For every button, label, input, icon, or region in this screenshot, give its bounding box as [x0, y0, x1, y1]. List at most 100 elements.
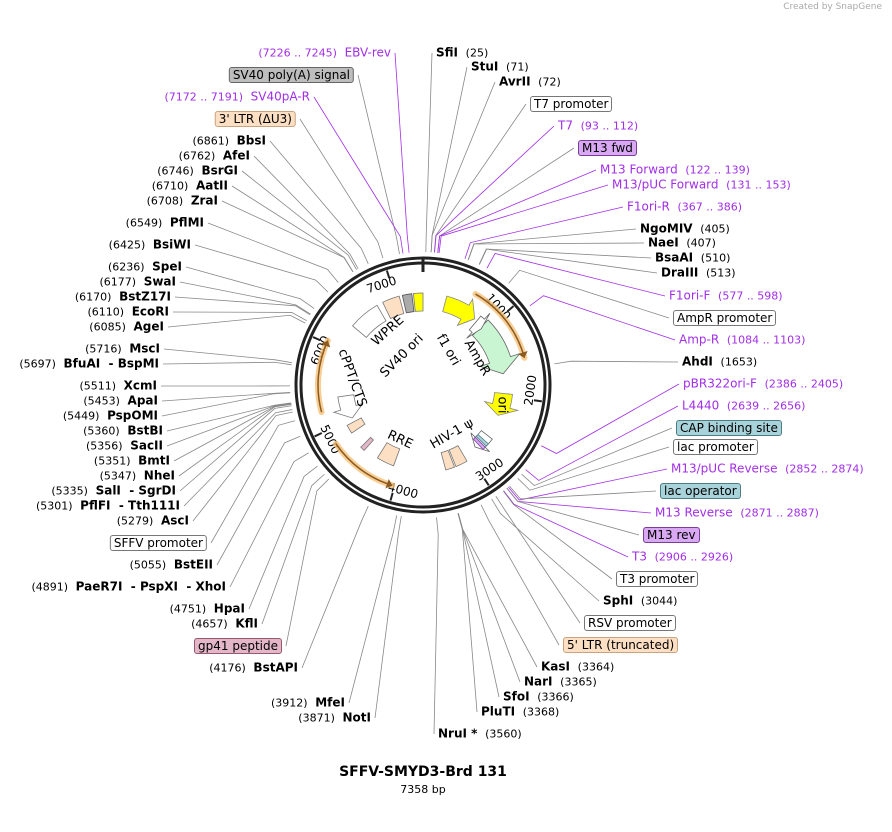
- enzyme-site-label[interactable]: NgoMIV (405): [640, 222, 730, 237]
- enzyme-site-label[interactable]: NaeI (407): [648, 236, 716, 251]
- feature-label[interactable]: SFFV promoter: [109, 535, 207, 551]
- feature-label[interactable]: M13 rev: [643, 527, 700, 543]
- name-text: M13/pUC Forward: [612, 177, 719, 192]
- feature-label[interactable]: 5' LTR (truncated): [563, 637, 679, 653]
- primer-label[interactable]: (7172 .. 7191) SV40pA-R: [164, 90, 310, 105]
- name-text: BstZ17I: [119, 289, 171, 304]
- name-text: Amp-R: [679, 332, 720, 347]
- enzyme-site-label[interactable]: (6746) BsrGI: [157, 164, 238, 179]
- primer-label[interactable]: M13/pUC Reverse (2852 .. 2874): [671, 462, 864, 477]
- connector-line: [457, 513, 478, 713]
- enzyme-site-label[interactable]: (5453) ApaI: [83, 394, 158, 409]
- enzyme-site-label[interactable]: (6170) BstZ17I: [75, 290, 171, 305]
- inner-feature-label: HIV-1 ψ: [428, 416, 477, 453]
- primer-label[interactable]: M13 Reverse (2871 .. 2887): [655, 506, 819, 521]
- name-text: HpaI: [213, 601, 245, 616]
- enzyme-site-label[interactable]: (4751) HpaI: [170, 602, 245, 617]
- enzyme-site-label[interactable]: NruI * (3560): [438, 727, 522, 742]
- primer-label[interactable]: Amp-R (1084 .. 1103): [679, 333, 805, 348]
- enzyme-site-label[interactable]: SfoI (3366): [503, 690, 574, 705]
- enzyme-site-label[interactable]: (5356) SacII: [86, 439, 163, 454]
- primer-label[interactable]: M13 Forward (122 .. 139): [600, 163, 750, 178]
- primer-label[interactable]: L4440 (2639 .. 2656): [682, 399, 805, 414]
- enzyme-site-label[interactable]: (6549) PflMI: [126, 216, 204, 231]
- name-text: T3 promoter: [620, 572, 695, 586]
- primer-label[interactable]: M13/pUC Forward (131 .. 153): [612, 178, 791, 193]
- feature-label[interactable]: RSV promoter: [584, 615, 676, 631]
- position-text: (407): [686, 236, 716, 250]
- position-text: (3366): [537, 690, 574, 704]
- position-text: (122 .. 139): [685, 163, 750, 177]
- enzyme-site-label[interactable]: AvrII (72): [499, 75, 561, 90]
- position-text: (5301): [35, 499, 73, 513]
- enzyme-site-label[interactable]: (6861) BbsI: [192, 134, 266, 149]
- enzyme-site-label[interactable]: (4176) BstAPI: [209, 661, 298, 676]
- enzyme-site-label[interactable]: (4657) KflI: [191, 617, 258, 632]
- feature-label[interactable]: M13 fwd: [578, 140, 637, 156]
- name-text: ApaI: [127, 393, 158, 408]
- enzyme-site-label[interactable]: KasI (3364): [541, 660, 614, 675]
- primer-label[interactable]: pBR322ori-F (2386 .. 2405): [683, 377, 843, 392]
- enzyme-site-label[interactable]: (5697) BfuAI - BspMI: [19, 357, 159, 372]
- enzyme-site-label[interactable]: (6425) BsiWI: [109, 238, 191, 253]
- name-text: L4440: [682, 398, 720, 413]
- enzyme-site-label[interactable]: (5347) NheI: [100, 469, 175, 484]
- primer-label[interactable]: F1ori-F (577 .. 598): [669, 289, 783, 304]
- position-text: (2906 .. 2926): [654, 550, 734, 564]
- feature-label[interactable]: T3 promoter: [616, 571, 699, 587]
- enzyme-site-label[interactable]: (5351) BmtI: [94, 454, 170, 469]
- enzyme-site-label[interactable]: (5360) BstBI: [83, 424, 163, 439]
- enzyme-site-label[interactable]: SfiI (25): [436, 46, 488, 61]
- connector-line: [161, 392, 291, 402]
- primer-label[interactable]: F1ori-R (367 .. 386): [627, 200, 742, 215]
- inner-feature-label: ori: [495, 397, 510, 414]
- feature-label[interactable]: SV40 poly(A) signal: [228, 67, 354, 83]
- name-text: NgoMIV: [640, 221, 693, 236]
- enzyme-site-label[interactable]: (4891) PaeR7I - PspXI - XhoI: [31, 580, 226, 595]
- enzyme-site-label[interactable]: (6085) AgeI: [89, 320, 164, 335]
- primer-label[interactable]: (7226 .. 7245) EBV-rev: [258, 46, 391, 61]
- enzyme-site-label[interactable]: (6177) SwaI: [99, 275, 176, 290]
- primer-label[interactable]: T7 (93 .. 112): [558, 119, 638, 134]
- connector-line: [207, 222, 339, 283]
- name-text: SV40 poly(A) signal: [232, 68, 350, 82]
- enzyme-site-label[interactable]: AhdI (1653): [682, 355, 757, 370]
- feature-label[interactable]: T7 promoter: [530, 96, 613, 112]
- enzyme-site-label[interactable]: BsaAI (510): [655, 251, 730, 266]
- enzyme-site-label[interactable]: (6710) AatII: [152, 179, 228, 194]
- enzyme-site-label[interactable]: (5279) AscI: [117, 514, 189, 529]
- enzyme-site-label[interactable]: (6236) SpeI: [108, 260, 182, 275]
- enzyme-site-label[interactable]: (6762) AfeI: [179, 149, 250, 164]
- feature-label[interactable]: lac operator: [660, 483, 741, 499]
- enzyme-site-label[interactable]: (5335) SalI - SgrDI: [51, 484, 176, 499]
- connector-line: [478, 248, 652, 265]
- enzyme-site-label[interactable]: (6110) EcoRI: [88, 305, 169, 320]
- position-text: (3368): [522, 705, 560, 719]
- connector-line: [433, 517, 439, 735]
- primer-label[interactable]: T3 (2906 .. 2926): [632, 550, 733, 565]
- enzyme-site-label[interactable]: NarI (3365): [524, 675, 597, 690]
- enzyme-site-label[interactable]: (6708) ZraI: [147, 194, 218, 209]
- enzyme-site-label[interactable]: StuI (71): [471, 60, 529, 75]
- feature-label[interactable]: gp41 peptide: [194, 638, 282, 654]
- feature-label[interactable]: CAP binding site: [676, 420, 782, 436]
- enzyme-site-label[interactable]: (3912) MfeI: [271, 696, 345, 711]
- enzyme-site-label[interactable]: (5449) PspOMI: [63, 409, 158, 424]
- enzyme-site-label[interactable]: (5511) XcmI: [79, 379, 157, 394]
- connector-line: [480, 504, 560, 646]
- feature-label[interactable]: 3' LTR (ΔU3): [214, 111, 296, 127]
- position-text: (3365): [560, 675, 597, 689]
- enzyme-site-label[interactable]: (5055) BstEII: [130, 558, 213, 573]
- connector-line: [216, 435, 301, 566]
- enzyme-site-label[interactable]: SphI (3044): [603, 594, 677, 609]
- feature-label[interactable]: lac promoter: [673, 439, 758, 455]
- enzyme-site-label[interactable]: (5301) PflFI - Tth111I: [36, 499, 180, 514]
- enzyme-site-label[interactable]: (5716) MscI: [85, 342, 160, 357]
- name-text: KasI: [541, 659, 571, 674]
- enzyme-site-label[interactable]: (3871) NotI: [298, 711, 371, 726]
- enzyme-site-label[interactable]: DraIII (513): [661, 266, 736, 281]
- enzyme-site-label[interactable]: PluTI (3368): [481, 705, 559, 720]
- connector-line: [357, 74, 400, 255]
- feature-label[interactable]: AmpR promoter: [673, 310, 777, 326]
- connector-line: [179, 281, 311, 315]
